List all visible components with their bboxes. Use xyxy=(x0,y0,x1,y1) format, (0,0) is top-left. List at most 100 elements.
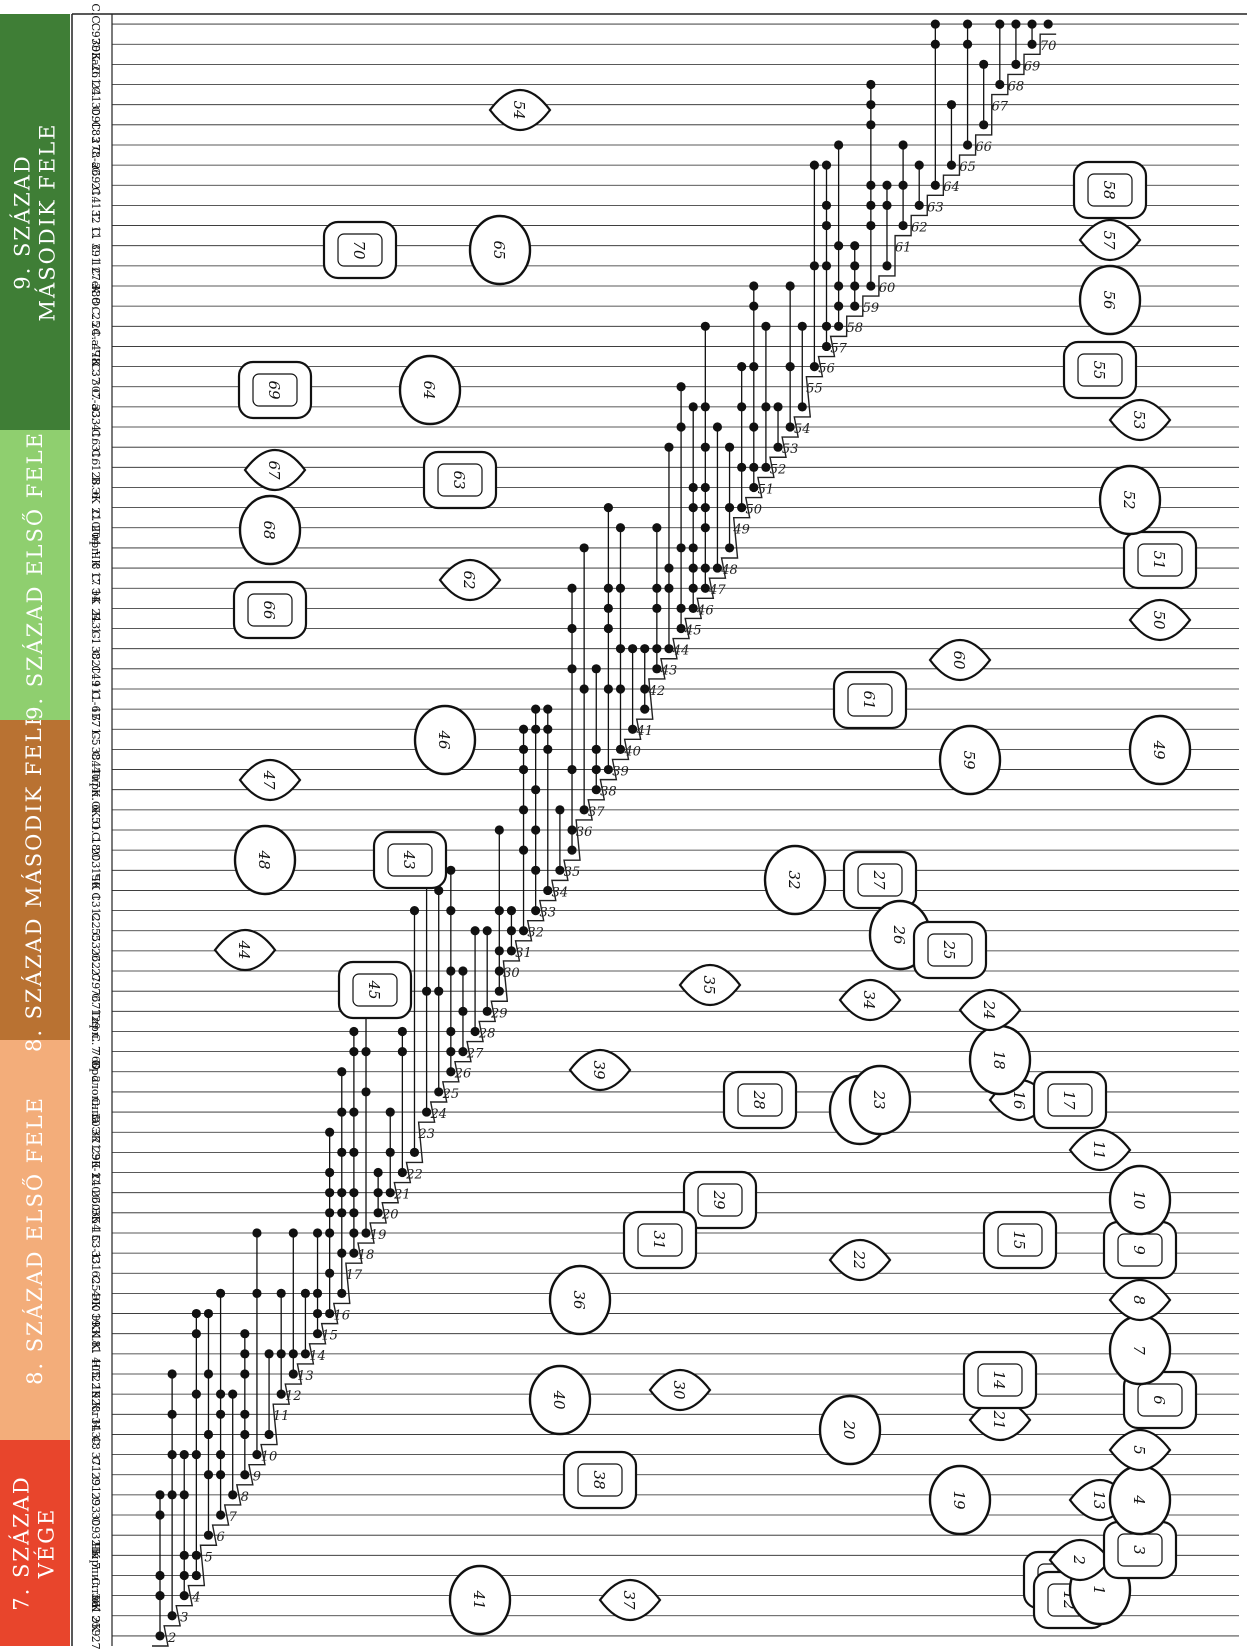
occurrence-dot xyxy=(652,644,661,653)
type-label: 18 xyxy=(358,1248,375,1263)
occurrence-dot xyxy=(410,906,419,915)
artifact-number-label: 59 xyxy=(960,750,978,770)
occurrence-dot xyxy=(628,644,637,653)
occurrence-dot xyxy=(325,1269,334,1278)
artifact-number-label: 65 xyxy=(490,240,508,259)
occurrence-dot xyxy=(701,563,710,572)
occurrence-dot xyxy=(676,382,685,391)
type-label: 37 xyxy=(588,805,605,820)
occurrence-dot xyxy=(240,1470,249,1479)
type-label: 42 xyxy=(648,684,666,699)
occurrence-dot xyxy=(289,1228,298,1237)
artifact-number-label: 9 xyxy=(1130,1245,1148,1255)
occurrence-dot xyxy=(979,120,988,129)
occurrence-dot xyxy=(277,1289,286,1298)
artifact-number-label: 1 xyxy=(1090,1585,1108,1595)
occurrence-dot xyxy=(616,644,625,653)
occurrence-dot xyxy=(604,604,613,613)
occurrence-dot xyxy=(204,1430,213,1439)
occurrence-dot xyxy=(786,281,795,290)
occurrence-dot xyxy=(866,201,875,210)
occurrence-dot xyxy=(155,1571,164,1580)
artifact-drawings: 7065546964676368626646474348444532352726… xyxy=(215,90,1196,1634)
type-label: 67 xyxy=(992,100,1009,115)
occurrence-dot xyxy=(947,161,956,170)
type-label: 4 xyxy=(191,1591,200,1606)
occurrence-dot xyxy=(325,1208,334,1217)
artifact-number-label: 41 xyxy=(470,1589,488,1609)
occurrence-dot xyxy=(337,1107,346,1116)
occurrence-dot xyxy=(458,966,467,975)
occurrence-dot xyxy=(882,201,891,210)
type-label: 15 xyxy=(321,1329,338,1344)
artifact-number-label: 44 xyxy=(235,939,253,959)
type-label: 65 xyxy=(959,160,976,175)
occurrence-dot xyxy=(398,1047,407,1056)
type-label: 20 xyxy=(381,1208,399,1223)
occurrence-dot xyxy=(995,80,1004,89)
occurrence-dot xyxy=(495,987,504,996)
occurrence-dot xyxy=(349,1047,358,1056)
occurrence-dot xyxy=(180,1591,189,1600)
type-label: 48 xyxy=(720,563,738,578)
occurrence-dot xyxy=(228,1390,237,1399)
artifact-number-label: 38 xyxy=(590,1470,608,1489)
occurrence-dot xyxy=(216,1289,225,1298)
artifact-number-label: 15 xyxy=(1010,1230,1028,1249)
occurrence-dot xyxy=(604,584,613,593)
type-label: 16 xyxy=(334,1308,351,1323)
occurrence-dot xyxy=(240,1430,249,1439)
occurrence-dot xyxy=(701,523,710,532)
type-label: 2 xyxy=(167,1631,176,1646)
occurrence-dot xyxy=(507,926,516,935)
occurrence-dot xyxy=(931,19,940,28)
type-label: 58 xyxy=(846,321,863,336)
occurrence-dot xyxy=(749,362,758,371)
occurrence-dot xyxy=(374,1168,383,1177)
occurrence-dot xyxy=(325,1128,334,1137)
artifact-number-label: 7 xyxy=(1130,1345,1148,1355)
occurrence-dot xyxy=(592,745,601,754)
occurrence-dot xyxy=(349,1188,358,1197)
occurrence-dot xyxy=(495,946,504,955)
type-label: 28 xyxy=(478,1026,496,1041)
type-label: 17 xyxy=(346,1268,363,1283)
artifact-number-label: 10 xyxy=(1130,1190,1148,1210)
artifact-number-label: 25 xyxy=(940,939,958,959)
occurrence-dot xyxy=(866,221,875,230)
occurrence-dot xyxy=(349,1107,358,1116)
occurrence-dot xyxy=(567,584,576,593)
type-label: 56 xyxy=(818,362,835,377)
occurrence-dot xyxy=(850,281,859,290)
occurrence-dot xyxy=(264,1430,273,1439)
type-label: 7 xyxy=(229,1510,238,1525)
occurrence-dot xyxy=(810,261,819,270)
occurrence-dot xyxy=(361,1087,370,1096)
occurrence-dot xyxy=(192,1450,201,1459)
occurrence-dot xyxy=(834,140,843,149)
occurrence-dot xyxy=(301,1289,310,1298)
occurrence-dot xyxy=(531,785,540,794)
artifact-number-label: 68 xyxy=(260,520,278,539)
occurrence-dot xyxy=(192,1571,201,1580)
occurrence-dot xyxy=(834,322,843,331)
occurrence-dot xyxy=(168,1450,177,1459)
occurrence-dot xyxy=(325,1188,334,1197)
type-label: 12 xyxy=(285,1389,302,1404)
occurrence-dot xyxy=(289,1349,298,1358)
occurrence-dot xyxy=(240,1410,249,1419)
type-label: 5 xyxy=(204,1550,212,1565)
type-label: 31 xyxy=(515,946,532,961)
occurrence-dot xyxy=(446,966,455,975)
occurrence-dot xyxy=(725,503,734,512)
occurrence-dot xyxy=(337,1148,346,1157)
type-label: 52 xyxy=(770,462,787,477)
type-label: 50 xyxy=(746,503,763,518)
occurrence-dot xyxy=(349,1208,358,1217)
type-label: 60 xyxy=(879,281,896,296)
occurrence-dot xyxy=(216,1470,225,1479)
occurrence-dot xyxy=(822,221,831,230)
occurrence-dot xyxy=(180,1450,189,1459)
occurrence-dot xyxy=(313,1289,322,1298)
